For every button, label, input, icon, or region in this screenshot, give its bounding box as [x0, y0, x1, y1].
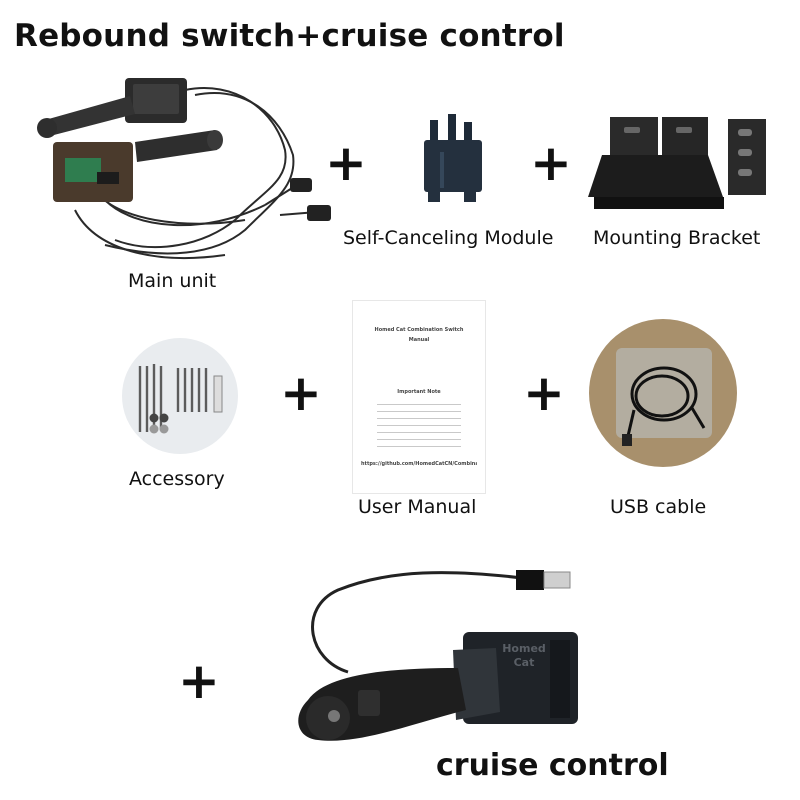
- manual-doc-subtitle: Manual: [408, 337, 430, 343]
- cruise-control-label: cruise control: [436, 748, 669, 783]
- plus-sign: +: [530, 134, 572, 192]
- plus-sign: +: [523, 364, 565, 422]
- user-manual-label: User Manual: [358, 496, 477, 518]
- manual-doc-link: https://github.com/HomedCatCN/Combinatio…: [361, 461, 477, 467]
- mounting-bracket-icon: [588, 117, 766, 209]
- cruise-control-stalk-icon: [298, 570, 578, 741]
- accessory-kit-icon: [122, 338, 238, 454]
- self-canceling-module-label: Self-Canceling Module: [343, 227, 554, 249]
- usb-cable-icon: [589, 319, 737, 467]
- self-canceling-module-icon: [424, 114, 482, 202]
- plus-sign: +: [325, 134, 367, 192]
- accessory-label: Accessory: [129, 468, 225, 490]
- manual-body-lines: [377, 401, 461, 453]
- main-unit-switch-icon: [37, 78, 331, 259]
- user-manual-icon: Homed Cat Combination Switch Manual Impo…: [352, 300, 486, 494]
- manual-doc-heading: Important Note: [397, 389, 441, 395]
- plus-sign: +: [178, 652, 220, 710]
- manual-doc-title: Homed Cat Combination Switch: [374, 327, 464, 333]
- plus-sign: +: [280, 364, 322, 422]
- usb-cable-label: USB cable: [610, 496, 707, 518]
- main-unit-label: Main unit: [128, 270, 217, 292]
- cruise-module-text: Homed Cat: [502, 642, 546, 669]
- page-title: Rebound switch+cruise control: [14, 18, 565, 54]
- mounting-bracket-label: Mounting Bracket: [593, 227, 761, 249]
